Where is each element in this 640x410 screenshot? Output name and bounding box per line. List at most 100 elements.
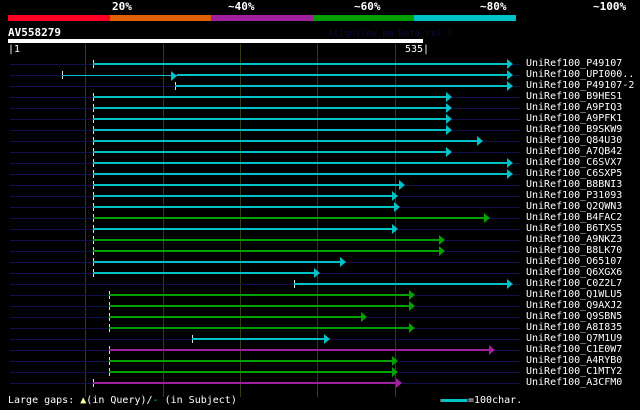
- arrow-icon: [392, 356, 399, 366]
- hit-label[interactable]: UniRef100_Q1WLU5: [526, 289, 623, 300]
- hit-label[interactable]: UniRef100_B6TXS5: [526, 223, 623, 234]
- scale-label: =100char.: [468, 395, 523, 406]
- hit-label[interactable]: UniRef100_C1MTY2: [526, 366, 623, 377]
- arrow-icon: [409, 290, 416, 300]
- hit-segment: [92, 250, 439, 252]
- arrow-icon: [409, 323, 416, 333]
- hit-label[interactable]: UniRef100_Q7M1U9: [526, 333, 623, 344]
- hit-segment: [92, 382, 397, 384]
- gridline: [395, 44, 396, 397]
- arrow-icon: [393, 202, 400, 212]
- hit-segment: [92, 151, 447, 153]
- color-scale-segment: [312, 15, 415, 21]
- hit-label[interactable]: UniRef100_A4RYB0: [526, 355, 623, 366]
- hit-segment: [92, 173, 508, 175]
- hit-label[interactable]: UniRef100_P31093: [526, 190, 623, 201]
- arrow-icon: [507, 59, 514, 69]
- hit-label[interactable]: UniRef100_Q84U30: [526, 135, 623, 146]
- arrow-icon: [170, 71, 177, 81]
- hit-segment: [92, 272, 315, 274]
- arrow-icon: [392, 367, 399, 377]
- ruler-start: |1: [8, 44, 21, 55]
- hit-segment: [92, 107, 447, 109]
- hit-segment: [92, 63, 508, 65]
- query-ruler: [8, 39, 423, 43]
- hit-segment: [92, 96, 447, 98]
- hit-label[interactable]: UniRef100_Q9AXJ2: [526, 300, 623, 311]
- legend-subject: (in Subject): [164, 395, 237, 406]
- gridline: [240, 44, 241, 397]
- hit-label[interactable]: UniRef100_C0Z2L7: [526, 278, 623, 289]
- arrow-icon: [399, 180, 406, 190]
- arrow-icon: [409, 301, 416, 311]
- hit-label[interactable]: UniRef100_B4FAC2: [526, 212, 623, 223]
- color-scale-segment: [8, 15, 110, 21]
- arrow-icon: [507, 279, 514, 289]
- gridline: [317, 44, 318, 397]
- hit-segment: [92, 184, 400, 186]
- arrow-icon: [446, 103, 453, 113]
- hit-label[interactable]: UniRef100_Q2QWN3: [526, 201, 623, 212]
- hit-label[interactable]: UniRef100_B9SKW9: [526, 124, 623, 135]
- hit-segment: [92, 239, 439, 241]
- hit-label[interactable]: UniRef100_A3CFM0: [526, 377, 623, 388]
- hit-segment: [294, 283, 508, 285]
- arrow-icon: [507, 169, 514, 179]
- arrow-icon: [438, 246, 445, 256]
- arrow-icon: [507, 158, 514, 168]
- arrow-icon: [507, 70, 514, 80]
- hit-label[interactable]: UniRef100_C6SVX7: [526, 157, 623, 168]
- hit-label[interactable]: UniRef100_A7QB42: [526, 146, 623, 157]
- hit-segment: [108, 349, 489, 351]
- hit-label[interactable]: UniRef100_Q9SBN5: [526, 311, 623, 322]
- hit-label[interactable]: UniRef100_B8BNI3: [526, 179, 623, 190]
- hit-label[interactable]: UniRef100_B8LK70: [526, 245, 623, 256]
- ruler-end: 535|: [405, 44, 430, 55]
- hit-label[interactable]: UniRef100_P49107-2: [526, 80, 635, 91]
- arrow-icon: [392, 191, 399, 201]
- legend-query: (in Query)/: [86, 395, 153, 406]
- hit-segment: [61, 75, 177, 76]
- hit-label[interactable]: UniRef100_A8I835: [526, 322, 623, 333]
- arrow-icon: [507, 81, 514, 91]
- pct-label-40: ~40%: [228, 0, 255, 13]
- color-scale-segment: [211, 15, 313, 21]
- scale-bar-icon: [440, 398, 468, 402]
- hit-segment: [92, 228, 393, 230]
- query-gap-icon: ▲: [80, 395, 87, 406]
- arrow-icon: [438, 235, 445, 245]
- gridline: [85, 44, 86, 397]
- hit-segment: [108, 327, 410, 329]
- hit-label[interactable]: UniRef100_Q6XGX6: [526, 267, 623, 278]
- hit-segment: [192, 338, 325, 340]
- color-scale-segment: [109, 15, 212, 21]
- color-scale-segment: [414, 15, 516, 21]
- arrow-icon: [339, 257, 346, 267]
- hit-segment: [92, 129, 447, 131]
- hit-label[interactable]: UniRef100_A9PFK1: [526, 113, 623, 124]
- hit-segment: [92, 140, 478, 142]
- version-label: AlignView.pm Beta rel.7: [328, 29, 453, 39]
- hit-label[interactable]: UniRef100_C6SXP5: [526, 168, 623, 179]
- hit-segment: [108, 360, 393, 362]
- hit-label[interactable]: UniRef100_C1E0W7: [526, 344, 623, 355]
- arrow-icon: [324, 334, 331, 344]
- arrow-icon: [446, 125, 453, 135]
- hit-baseline: [10, 284, 520, 285]
- hit-segment: [108, 305, 410, 307]
- hit-label[interactable]: UniRef100_B9HES1: [526, 91, 623, 102]
- hit-label[interactable]: UniRef100_A9PIQ3: [526, 102, 623, 113]
- arrow-icon: [396, 378, 403, 388]
- hit-segment: [92, 217, 485, 219]
- hit-label[interactable]: UniRef100_P49107: [526, 58, 623, 69]
- hit-label[interactable]: UniRef100_O65107: [526, 256, 623, 267]
- hit-segment: [92, 261, 340, 263]
- gridline: [163, 44, 164, 397]
- hit-segment: [92, 195, 393, 197]
- arrow-icon: [392, 224, 399, 234]
- hit-label[interactable]: UniRef100_A9NKZ3: [526, 234, 623, 245]
- hit-label[interactable]: UniRef100_UPI000..: [526, 69, 635, 80]
- arrow-icon: [314, 268, 321, 278]
- query-id: AV558279: [8, 26, 61, 39]
